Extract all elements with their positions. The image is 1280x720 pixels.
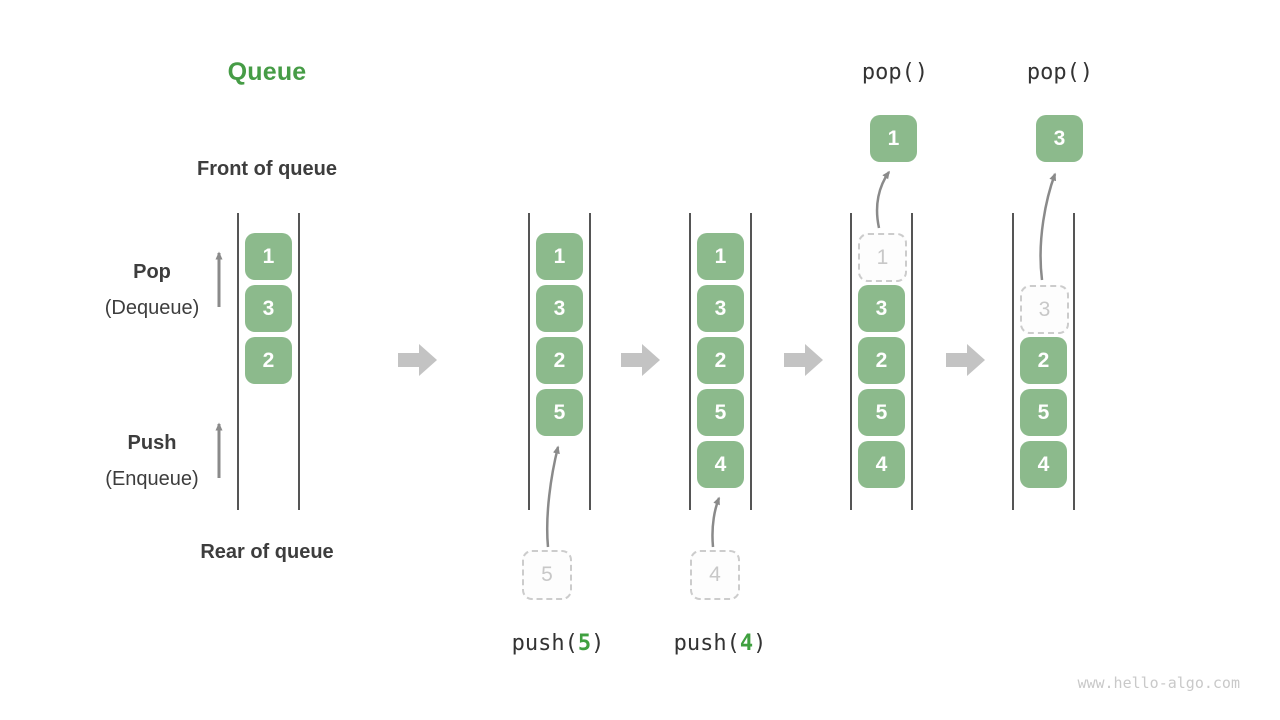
- queue-cell: 4: [858, 441, 905, 488]
- front-of-queue-label: Front of queue: [197, 158, 337, 180]
- pop-label: Pop: [133, 261, 171, 283]
- queue-wall-right: [298, 213, 300, 510]
- queue-cell: 1: [536, 233, 583, 280]
- queue-wall-left: [1012, 213, 1014, 510]
- pop-3-arrow: [1039, 172, 1057, 281]
- push-4-arrow: [711, 496, 721, 548]
- incoming-element-box: 4: [690, 550, 740, 600]
- queue-wall-left: [528, 213, 530, 510]
- rear-of-queue-label: Rear of queue: [200, 541, 334, 563]
- queue-wall-left: [850, 213, 852, 510]
- step-arrow-2: [621, 344, 660, 376]
- queue-cell: 2: [1020, 337, 1067, 384]
- push-label: Push: [127, 432, 177, 454]
- push-label-prefix: push(: [511, 631, 578, 656]
- push-operation-label: push(5): [512, 631, 605, 656]
- queue-cell: 2: [245, 337, 292, 384]
- queue-wall-left: [237, 213, 239, 510]
- queue-cell-ghost: 1: [858, 233, 907, 282]
- queue-cell: 5: [536, 389, 583, 436]
- queue-wall-right: [1073, 213, 1075, 510]
- queue-wall-right: [589, 213, 591, 510]
- pop-1-arrow: [875, 170, 891, 229]
- queue-cell: 3: [858, 285, 905, 332]
- diagram-title: Queue: [227, 58, 307, 86]
- pop-dequeue-label: Pop (Dequeue): [62, 254, 242, 326]
- queue-cell: 3: [245, 285, 292, 332]
- push-label-arg: 5: [577, 631, 592, 656]
- queue-cell: 4: [697, 441, 744, 488]
- queue-cell: 5: [1020, 389, 1067, 436]
- step-arrow-4: [946, 344, 985, 376]
- incoming-element-box: 5: [522, 550, 572, 600]
- pop-operation-label: pop(): [1026, 60, 1094, 85]
- queue-wall-right: [750, 213, 752, 510]
- push-operation-label: push(4): [674, 631, 767, 656]
- queue-cell: 3: [536, 285, 583, 332]
- queue-cell: 1: [697, 233, 744, 280]
- popped-element-box: 1: [870, 115, 917, 162]
- queue-cell: 2: [697, 337, 744, 384]
- step-arrow-1: [398, 344, 437, 376]
- dequeue-label: (Dequeue): [104, 297, 200, 319]
- step-arrow-3: [784, 344, 823, 376]
- enqueue-label: (Enqueue): [105, 468, 199, 490]
- queue-cell: 5: [858, 389, 905, 436]
- queue-cell: 1: [245, 233, 292, 280]
- queue-wall-right: [911, 213, 913, 510]
- queue-cell: 5: [697, 389, 744, 436]
- queue-cell: 2: [536, 337, 583, 384]
- push-5-arrow: [545, 445, 560, 548]
- queue-cell: 2: [858, 337, 905, 384]
- push-label-suffix: ): [591, 631, 605, 656]
- push-label-prefix: push(: [673, 631, 740, 656]
- queue-cell-ghost: 3: [1020, 285, 1069, 334]
- queue-cell: 4: [1020, 441, 1067, 488]
- push-enqueue-label: Push (Enqueue): [62, 425, 242, 497]
- push-label-arg: 4: [739, 631, 754, 656]
- watermark: www.hello-algo.com: [1077, 674, 1240, 692]
- pop-operation-label: pop(): [861, 60, 929, 85]
- queue-wall-left: [689, 213, 691, 510]
- popped-element-box: 3: [1036, 115, 1083, 162]
- queue-cell: 3: [697, 285, 744, 332]
- push-label-suffix: ): [753, 631, 767, 656]
